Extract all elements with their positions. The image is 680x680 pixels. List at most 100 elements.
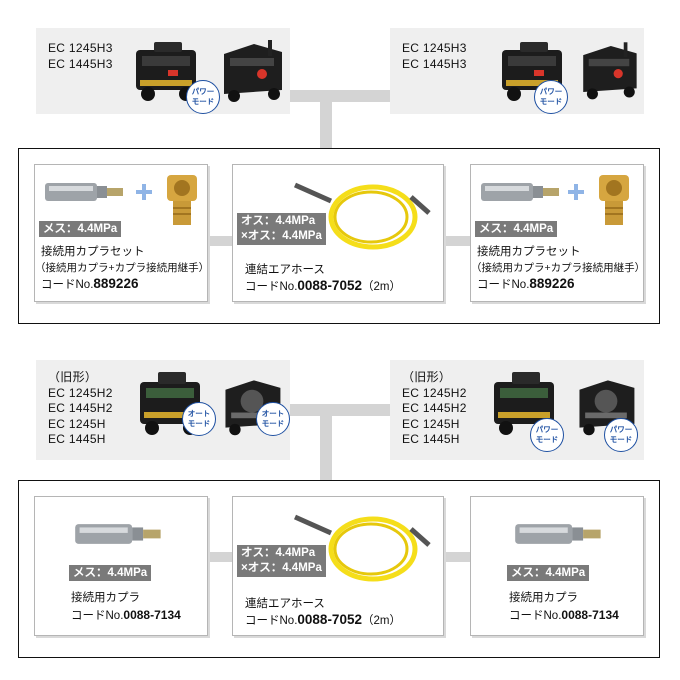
model-name: EC 1445H2: [48, 401, 113, 415]
part-code: コードNo.0088-7134: [71, 607, 181, 623]
part-name: 連結エアホース: [245, 264, 325, 276]
part-code: コードNo.0088-7052（2m）: [245, 278, 401, 294]
model-name: EC 1245H2: [402, 385, 467, 400]
top-right-compressor-card: EC 1245H3 EC 1445H3 パワー モード: [390, 28, 644, 114]
part-subtitle: （接続用カプラ+カプラ接続用継手）: [471, 262, 646, 274]
male-pressure-tag: オス：4.4MPa ×オス：4.4MPa: [237, 545, 326, 577]
bottom-connector-horizontal: [290, 404, 390, 416]
part-subtitle: （接続用カプラ+カプラ接続用継手）: [35, 262, 210, 274]
part-code: コードNo.889226: [477, 276, 574, 292]
auto-mode-badge: オート モード: [182, 402, 216, 436]
part-name: 接続用カプラセット: [41, 246, 145, 258]
compressor-icon: [583, 42, 637, 100]
power-mode-badge: パワー モード: [534, 80, 568, 114]
code-suffix: （2m）: [361, 615, 401, 627]
code-prefix: コードNo.: [477, 279, 530, 291]
coupler-icon: [45, 183, 123, 201]
part-code: コードNo.889226: [41, 276, 138, 292]
model-name: EC 1445H3: [402, 57, 467, 71]
code-prefix: コードNo.: [245, 615, 298, 627]
code-number: 0088-7052: [297, 278, 362, 293]
compressor-icon: [136, 42, 196, 101]
female-pressure-tag: メス：4.4MPa: [39, 221, 122, 237]
model-era: （旧形）: [48, 370, 98, 384]
coupler-icon: [481, 183, 559, 201]
code-number: 889226: [529, 276, 575, 291]
yellow-hose-icon: [293, 514, 431, 582]
badge-label: パワー: [191, 87, 215, 96]
top-left-coupler-set-card: メス：4.4MPa 接続用カプラセット （接続用カプラ+カプラ接続用継手） コー…: [34, 164, 210, 302]
part-name: 接続用カプラ: [509, 592, 578, 604]
model-name: EC 1445H3: [48, 57, 113, 71]
badge-label: モード: [535, 435, 559, 444]
power-mode-badge: パワー モード: [604, 418, 638, 452]
part-name: 接続用カプラ: [71, 592, 140, 604]
model-list: EC 1245H3 EC 1445H3: [402, 40, 467, 72]
code-suffix: （2m）: [361, 281, 401, 293]
model-name: EC 1445H: [48, 432, 106, 446]
top-connector-horizontal: [290, 90, 390, 102]
code-prefix: コードNo.: [509, 610, 562, 622]
model-list: （旧形） EC 1245H2 EC 1445H2 EC 1245H EC 144…: [48, 370, 113, 448]
bottom-left-compressor-card: （旧形） EC 1245H2 EC 1445H2 EC 1245H EC 144…: [36, 360, 290, 460]
compressor-icon: [224, 40, 282, 102]
code-number: 0088-7134: [123, 608, 181, 622]
part-code: コードNo.0088-7052（2m）: [245, 612, 401, 628]
code-prefix: コードNo.: [41, 279, 94, 291]
top-right-coupler-set-card: メス：4.4MPa 接続用カプラセット （接続用カプラ+カプラ接続用継手） コー…: [470, 164, 646, 302]
model-name: EC 1445H: [402, 432, 460, 446]
code-number: 889226: [93, 276, 139, 291]
coupler-icon: [515, 524, 601, 544]
female-pressure-tag: メス：4.4MPa: [507, 565, 590, 581]
badge-label: パワー: [539, 87, 563, 96]
badge-label: モード: [539, 97, 563, 106]
power-mode-badge: パワー モード: [186, 80, 220, 114]
female-pressure-tag: メス：4.4MPa: [69, 565, 152, 581]
model-name: EC 1245H: [402, 416, 460, 431]
code-prefix: コードNo.: [71, 610, 124, 622]
code-number: 0088-7052: [297, 612, 362, 627]
tag-line: オス：4.4MPa: [241, 547, 316, 559]
part-code: コードNo.0088-7134: [509, 607, 619, 623]
bottom-left-coupler-card: メス：4.4MPa 接続用カプラ コードNo.0088-7134: [34, 496, 208, 636]
tag-line: ×オス：4.4MPa: [241, 562, 322, 574]
badge-label: オート: [261, 409, 285, 418]
model-name: EC 1245H2: [48, 385, 113, 400]
elbow-fitting-icon: [599, 175, 629, 225]
code-number: 0088-7134: [561, 608, 619, 622]
elbow-fitting-icon: [167, 175, 197, 225]
bottom-air-hose-card: オス：4.4MPa ×オス：4.4MPa 連結エアホース コードNo.0088-…: [232, 496, 444, 636]
top-air-hose-card: オス：4.4MPa ×オス：4.4MPa 連結エアホース コードNo.0088-…: [232, 164, 444, 302]
tag-line: ×オス：4.4MPa: [241, 230, 322, 242]
bottom-right-coupler-card: メス：4.4MPa 接続用カプラ コードNo.0088-7134: [470, 496, 644, 636]
model-era: （旧形）: [402, 370, 452, 384]
badge-label: オート: [187, 409, 211, 418]
part-name: 接続用カプラセット: [477, 246, 581, 258]
model-list: （旧形） EC 1245H2 EC 1445H2 EC 1245H EC 144…: [402, 370, 467, 448]
top-left-compressor-card: EC 1245H3 EC 1445H3 パワー モード: [36, 28, 290, 114]
plus-icon: [136, 184, 152, 200]
coupler-icon: [75, 524, 161, 544]
tag-line: オス：4.4MPa: [241, 215, 316, 227]
badge-label: モード: [191, 97, 215, 106]
auto-mode-badge: オート モード: [256, 402, 290, 436]
model-name: EC 1245H3: [48, 41, 113, 55]
top-connector-vertical: [320, 96, 332, 150]
yellow-hose-icon: [293, 182, 431, 250]
code-prefix: コードNo.: [245, 281, 298, 293]
badge-label: パワー: [535, 425, 559, 434]
bottom-connector-vertical: [320, 410, 332, 482]
badge-label: モード: [261, 419, 285, 428]
part-name: 連結エアホース: [245, 598, 325, 610]
model-list: EC 1245H3 EC 1445H3: [48, 40, 113, 72]
female-pressure-tag: メス：4.4MPa: [475, 221, 558, 237]
bottom-right-compressor-card: （旧形） EC 1245H2 EC 1445H2 EC 1245H EC 144…: [390, 360, 644, 460]
badge-label: モード: [187, 419, 211, 428]
plus-icon: [568, 184, 584, 200]
badge-label: モード: [609, 435, 633, 444]
model-name: EC 1445H2: [402, 401, 467, 415]
model-name: EC 1245H3: [402, 41, 467, 55]
power-mode-badge: パワー モード: [530, 418, 564, 452]
male-pressure-tag: オス：4.4MPa ×オス：4.4MPa: [237, 213, 326, 245]
badge-label: パワー: [609, 425, 633, 434]
